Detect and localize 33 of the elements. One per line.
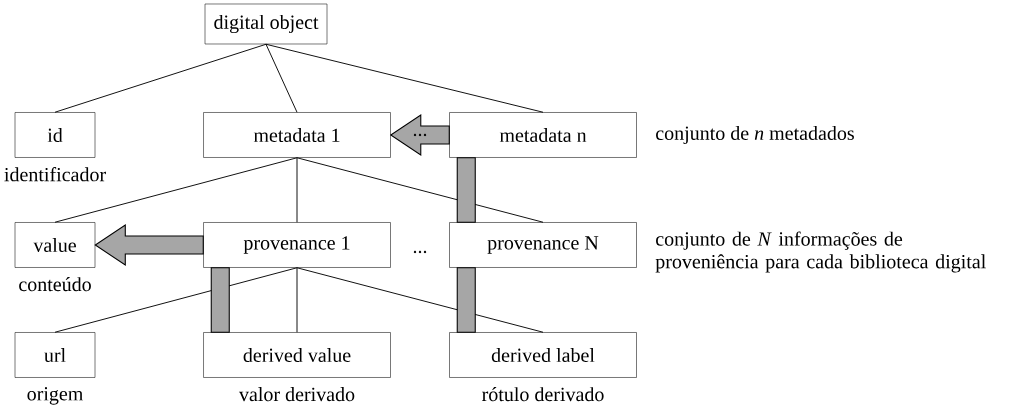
connector-line — [265, 43, 298, 113]
block-arrow — [94, 224, 204, 266]
connector-line — [265, 43, 544, 113]
tree-box: provenance N — [449, 222, 637, 268]
caption-text: identificador — [4, 167, 106, 182]
tree-box: derived label — [449, 332, 637, 378]
tree-box: provenance 1 — [203, 222, 391, 268]
block-arrow — [456, 157, 476, 223]
connector-line — [54, 267, 298, 333]
tree-box: value — [14, 222, 96, 268]
caption-text: origem — [27, 387, 84, 405]
block-arrow — [210, 267, 230, 333]
connector-line — [54, 43, 267, 113]
tree-box: metadata 1 — [203, 112, 391, 158]
caption-text: rótulo derivado — [482, 387, 604, 402]
tree-box: derived value — [203, 332, 391, 378]
connector-line — [54, 157, 298, 223]
note-text: conjunto de N informações de proveniência para cada biblioteca digital — [655, 231, 986, 273]
tree-box: digital object — [204, 3, 328, 45]
connector-line — [296, 267, 298, 333]
caption-text: valor derivado — [239, 387, 355, 402]
block-arrow — [456, 267, 476, 333]
connector-line — [296, 157, 298, 223]
caption-text: conteúdo — [19, 277, 91, 292]
block-arrow — [389, 114, 450, 156]
ellipsis-text: ... — [413, 250, 427, 254]
tree-box: id — [14, 112, 96, 158]
edge-label: ... — [413, 133, 427, 137]
note-text: conjunto de n metadados — [656, 125, 854, 145]
tree-box: metadata n — [449, 112, 637, 158]
connector-line — [296, 267, 544, 333]
connector-line — [296, 157, 544, 223]
tree-box: url — [14, 332, 96, 378]
